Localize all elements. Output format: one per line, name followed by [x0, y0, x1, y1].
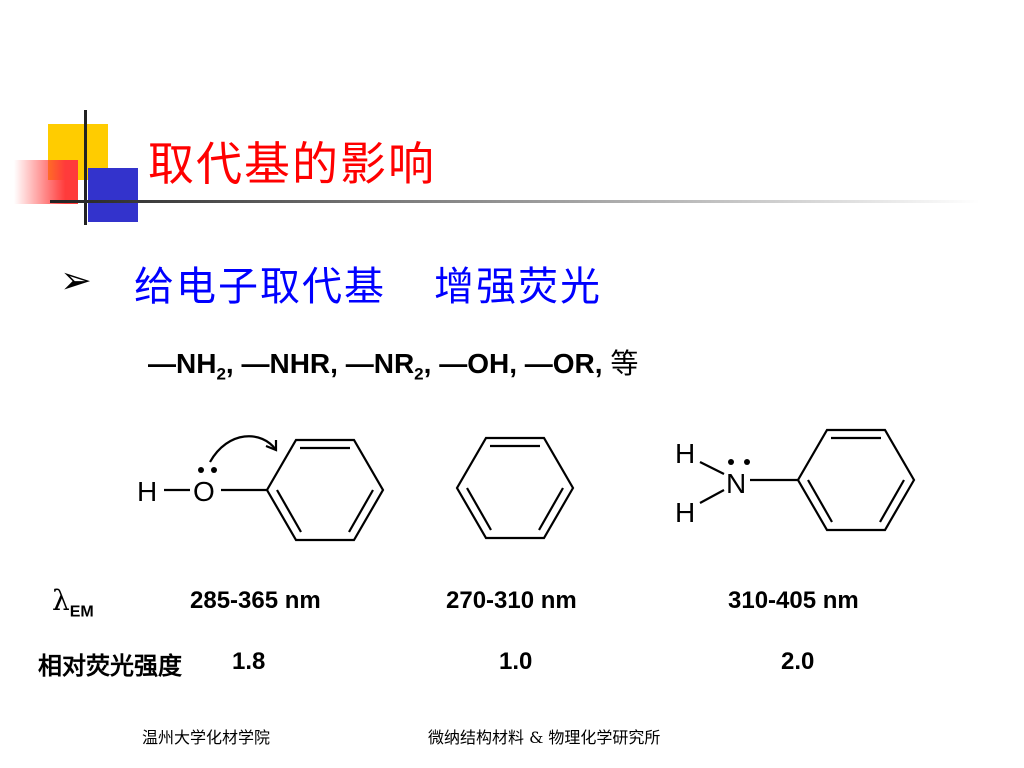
- phenol-structure: [164, 435, 385, 542]
- separator: ,: [423, 348, 440, 379]
- separator: ,: [225, 348, 242, 379]
- lambda-subscript: EM: [69, 603, 94, 621]
- h-n-bond-top: [699, 461, 725, 475]
- page-title: 取代基的影响: [148, 137, 436, 191]
- aniline-double-bond: [879, 479, 905, 523]
- relative-intensity-label: 相对荧光强度: [38, 652, 182, 680]
- group-nhr: —NHR,: [241, 348, 346, 379]
- group-oh: —OH,: [439, 348, 525, 379]
- lambda-em-label: λEM: [52, 584, 94, 622]
- h-n-bond-bottom: [699, 489, 725, 504]
- emission-range-phenol: 285-365 nm: [190, 587, 321, 614]
- substituent-groups: —NH2, —NHR, —NR2, —OH, —OR, 等: [148, 342, 638, 385]
- footer-left: 温州大学化材学院: [142, 728, 271, 747]
- lone-pair-dot: [211, 467, 217, 473]
- aniline-atom-h-top: H: [675, 438, 695, 469]
- decor-blue-block: [88, 168, 138, 222]
- group-nh2: —NH: [148, 348, 217, 379]
- group-etc: 等: [610, 347, 639, 380]
- phenol-ring: [265, 438, 385, 542]
- benzene-structure: [455, 436, 575, 540]
- phenol-atom-h: H: [137, 476, 157, 507]
- lone-pair-dot: [198, 467, 204, 473]
- arrow-bullet-icon: ➢: [60, 258, 92, 302]
- aniline-structure: [699, 428, 916, 532]
- aniline-atom-h-bottom: H: [675, 497, 695, 528]
- aniline-double-bond: [807, 479, 833, 523]
- decor-vertical-line: [84, 110, 87, 225]
- lambda-symbol: λ: [52, 584, 70, 617]
- phenol-atom-o: O: [193, 476, 215, 507]
- aniline-atom-n: N: [726, 468, 746, 499]
- title-underline: [50, 200, 980, 203]
- benzene-double-bond: [466, 487, 492, 531]
- emission-range-benzene: 270-310 nm: [446, 587, 577, 614]
- relative-intensity-phenol: 1.8: [232, 648, 266, 675]
- bullet-text: 给电子取代基 增强荧光: [134, 254, 602, 312]
- bullet-text-right: 增强荧光: [434, 264, 602, 310]
- lone-pair-dot: [728, 459, 734, 465]
- footer-right: 微纳结构材料 & 物理化学研究所: [428, 728, 661, 747]
- arrow-head-icon: [265, 440, 278, 452]
- curved-arrow-icon: [209, 435, 277, 463]
- phenol-double-bond: [348, 489, 374, 533]
- lone-pair-dot: [744, 459, 750, 465]
- group-nr2: —NR: [345, 348, 415, 379]
- benzene-double-bond: [538, 487, 564, 531]
- benzene-ring: [455, 436, 575, 540]
- bullet-text-left: 给电子取代基: [134, 264, 386, 310]
- decor-red-block: [14, 160, 78, 204]
- relative-intensity-aniline: 2.0: [781, 648, 815, 675]
- group-or: —OR,: [524, 348, 611, 379]
- group-nr2-subscript: 2: [414, 364, 424, 384]
- group-nh2-subscript: 2: [216, 364, 226, 384]
- aniline-ring: [796, 428, 916, 532]
- emission-range-aniline: 310-405 nm: [728, 587, 859, 614]
- phenol-double-bond: [276, 489, 302, 533]
- relative-intensity-benzene: 1.0: [499, 648, 533, 675]
